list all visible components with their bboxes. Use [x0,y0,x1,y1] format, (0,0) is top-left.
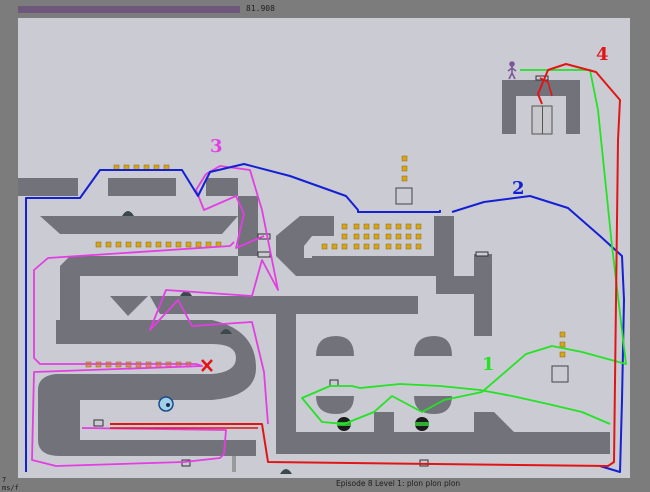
episode-level-label: Episode 8 Level 1: plon plon plon [336,479,461,488]
route-2-path-b [451,195,625,473]
time-bar [18,6,240,13]
mine-icon [415,417,429,431]
frame-stat-value: 7 [2,476,7,484]
route-4-path [110,63,621,467]
time-readout: 81.908 [246,4,275,13]
turret-icon [280,469,292,474]
death-x-icon [201,359,213,372]
frame-stat-unit: ms/f [2,484,19,492]
turret-icon [122,211,134,216]
route-3-path-b [149,165,279,425]
route-3-path [31,241,235,467]
route-label-2: 2 [512,178,525,199]
route-4-path-b [539,77,553,97]
route-label-1: 1 [482,354,495,375]
floor-gap [232,456,236,472]
time-bar-fill [18,6,240,13]
route-label-4: 4 [596,44,609,65]
ninja-icon [507,61,517,80]
route-2-path [25,163,441,472]
drone-icon [158,396,174,412]
frame-stat: 7 ms/f [2,476,19,492]
turret-icon [220,329,232,334]
route-1-path [301,69,627,425]
route-label-3: 3 [210,136,223,157]
route-3-path-c [195,173,265,249]
